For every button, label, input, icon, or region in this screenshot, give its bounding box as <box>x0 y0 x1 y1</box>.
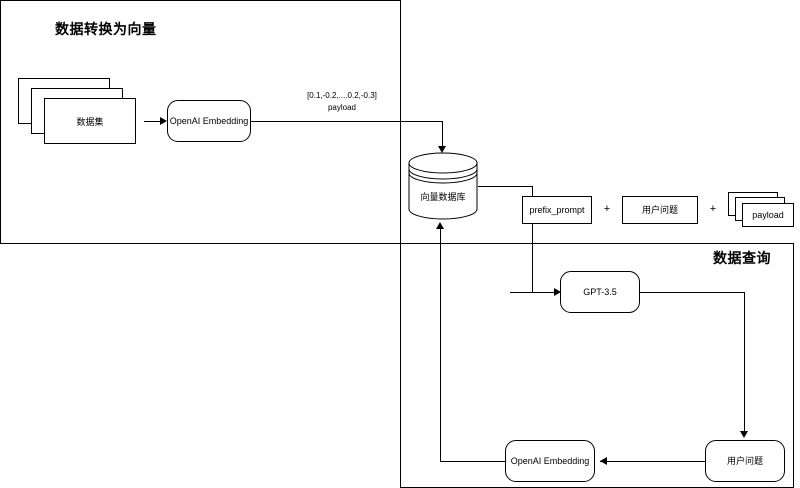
node-user-question-query[interactable]: 用户问题 <box>705 440 785 482</box>
node-vector-database[interactable]: 向量数据库 <box>408 152 478 220</box>
node-openai-embedding-ingest[interactable]: OpenAI Embedding <box>167 100 251 142</box>
edge-gpt-to-user-question-horizontal <box>640 292 745 293</box>
node-gpt-35[interactable]: GPT-3.5 <box>560 271 640 313</box>
edge-gpt-to-user-question-vertical <box>744 292 745 433</box>
section-data-to-vector <box>0 0 401 244</box>
vector-database-label: 向量数据库 <box>420 192 466 202</box>
dataset-stack[interactable]: 数据集 <box>18 78 136 144</box>
edge-embedding-query-to-db-vertical <box>440 228 441 461</box>
edge-label-vector-values: [0.1,-0.2,....0.2,-0.3] <box>307 91 377 100</box>
edge-user-question-to-embedding <box>600 461 705 462</box>
edge-label-vector-payload: [0.1,-0.2,....0.2,-0.3] payload <box>282 90 402 113</box>
section-data-to-vector-title: 数据转换为向量 <box>55 21 157 37</box>
node-openai-embedding-query[interactable]: OpenAI Embedding <box>505 440 595 482</box>
vector-database-shape <box>408 152 478 220</box>
arrowhead-gpt-to-user-question <box>740 431 748 438</box>
edge-label-payload-text: payload <box>327 102 357 112</box>
edge-db-to-gpt-horizontal-top <box>478 186 533 187</box>
edge-embedding-to-db-vertical <box>442 121 443 148</box>
dataset-card-front: 数据集 <box>44 98 136 144</box>
payload-stack[interactable]: payload <box>728 192 794 232</box>
operator-plus-1: + <box>603 203 611 215</box>
operator-plus-2: + <box>709 203 717 215</box>
arrowhead-embedding-to-db <box>438 146 446 153</box>
arrowhead-user-question-to-embedding <box>600 457 607 465</box>
section-data-query-title: 数据查询 <box>713 250 771 266</box>
node-prefix-prompt[interactable]: prefix_prompt <box>522 196 592 224</box>
arrowhead-dataset-to-embedding <box>160 117 167 125</box>
arrowhead-embedding-query-to-db <box>436 222 444 229</box>
edge-db-to-gpt-vertical <box>532 186 533 292</box>
payload-card-front: payload <box>742 203 794 227</box>
arrowhead-db-to-gpt <box>554 288 561 296</box>
edge-dataset-to-embedding <box>144 121 161 122</box>
node-user-question-prompt[interactable]: 用户问题 <box>622 196 698 224</box>
edge-db-to-gpt-horizontal-bottom <box>510 292 558 293</box>
edge-embedding-query-to-db-horizontal <box>440 461 505 462</box>
edge-embedding-to-db-horizontal <box>251 121 442 122</box>
